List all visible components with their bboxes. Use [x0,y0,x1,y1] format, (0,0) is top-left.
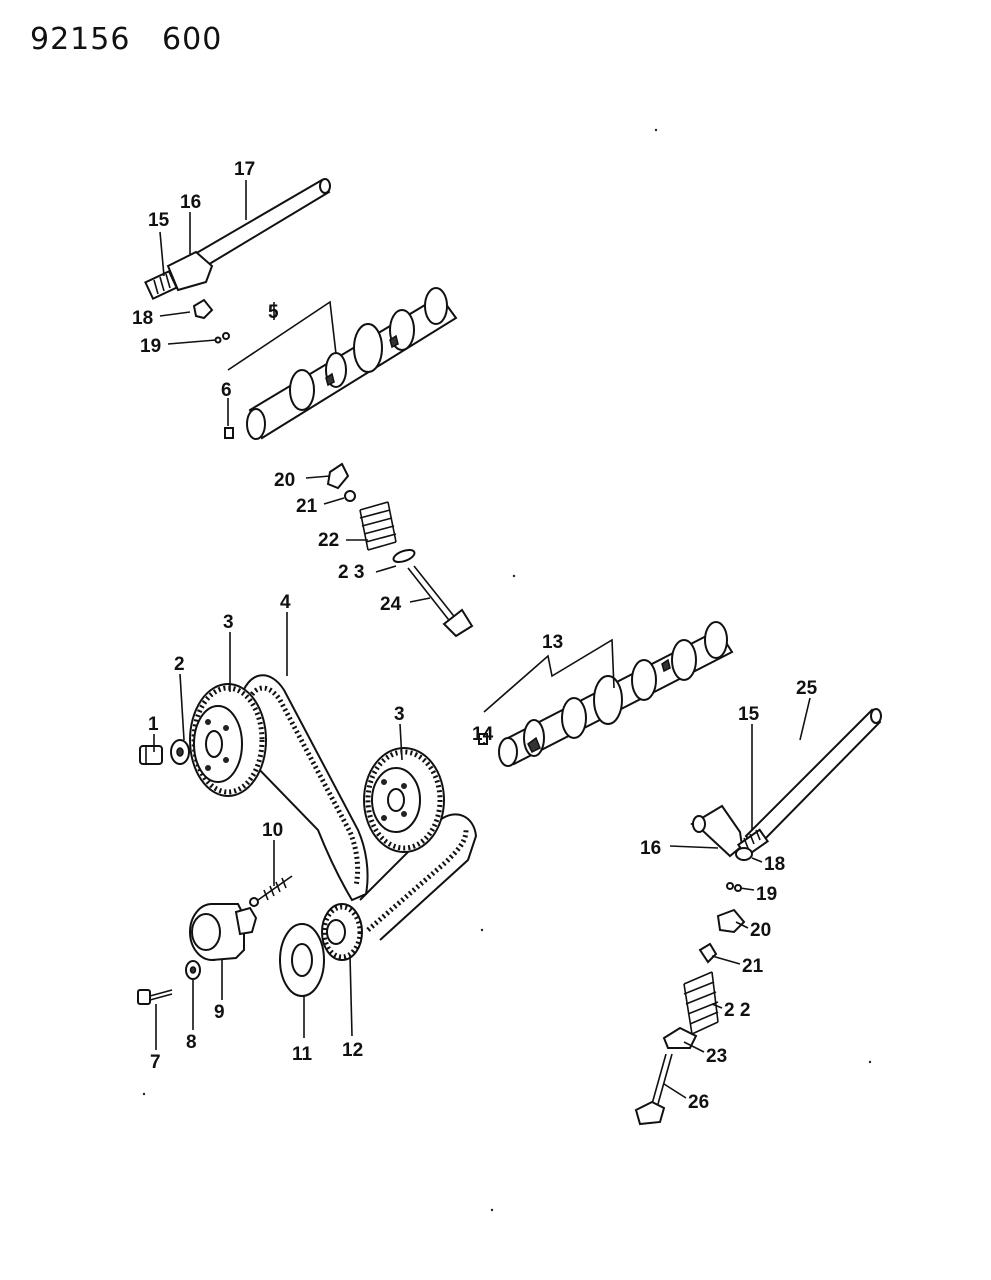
tensioner-pulley [189,903,258,961]
callout-11: 11 [292,1044,313,1065]
valve-cotter-lower [698,942,718,964]
dowel-pin-upper [224,427,234,439]
callout-10: 10 [262,820,283,841]
page-code: 600 [162,22,223,57]
retainer-lock-upper [214,332,230,344]
valve-spring-lower [683,971,719,1035]
callout-19-lower: 19 [756,884,777,905]
callout-2: 2 [174,654,185,675]
leader-lines [153,180,811,1099]
adjuster-screw-upper [144,270,178,300]
callout-labels: 17 16 15 18 19 5 6 20 21 22 2 3 24 4 3 2… [132,159,818,1113]
callout-25: 25 [796,678,818,699]
callout-19: 19 [140,336,161,357]
callout-7: 7 [150,1052,161,1073]
callout-15: 15 [148,210,170,231]
callout-16: 16 [180,192,201,213]
callout-26: 26 [688,1092,709,1113]
callout-21: 21 [296,496,318,517]
callout-17: 17 [234,159,255,180]
crankshaft-flange [279,923,325,997]
callout-8: 8 [186,1032,197,1053]
tensioner-spring [249,875,293,907]
rocker-arm-cap-upper [326,462,350,490]
valve-cotter-upper [344,490,356,502]
callout-3-left: 3 [223,612,234,633]
callout-22-lower: 2 2 [724,1000,750,1021]
valve-cap-upper [192,298,214,320]
retainer-lock-lower [726,882,742,892]
callout-18-lower: 18 [764,854,785,875]
camshaft-sprocket-left [189,683,267,797]
valve-spring-seat-lower [662,1026,698,1049]
callout-3-right: 3 [394,704,405,725]
callout-13: 13 [542,632,563,653]
camshaft-sprocket-right [363,747,445,853]
callout-23-lower: 23 [706,1046,727,1067]
callout-14: 14 [472,724,494,745]
callout-12: 12 [342,1040,363,1061]
callout-1: 1 [148,714,159,735]
rocker-shaft-upper [186,178,331,274]
valve-upper [407,565,474,638]
callout-21-lower: 21 [742,956,764,977]
callout-24: 24 [380,594,402,615]
callout-22: 22 [318,530,339,551]
callout-15-lower: 15 [738,704,760,725]
rocker-arm-cap-lower [716,908,746,934]
scan-specks [142,128,872,1212]
doc-number: 92156 [30,22,131,57]
callout-16-lower: 16 [640,838,661,859]
sprocket-washer [170,739,190,765]
camshaft-upper [246,287,458,440]
callout-18: 18 [132,308,153,329]
callout-4: 4 [280,592,291,613]
dowel-pin-lower [478,733,488,745]
callout-5: 5 [268,302,279,323]
tensioner-bolt [137,989,173,1005]
rocker-shaft-lower [744,708,882,850]
valve-lower [634,1053,673,1126]
sprocket-bolt [139,745,163,765]
callout-6: 6 [221,380,232,401]
valve-spring-seat-upper [392,548,416,564]
crankshaft-sprocket [321,903,363,961]
valve-spring-upper [359,501,397,551]
callout-20-lower: 20 [750,920,771,941]
tensioner-washer [185,960,201,980]
callout-20: 20 [274,470,295,491]
camshaft-lower [498,621,734,767]
valve-cap-lower [735,847,753,861]
callout-23: 2 3 [338,562,364,583]
document-code: 92156 600 [30,22,222,57]
callout-9: 9 [214,1002,225,1023]
